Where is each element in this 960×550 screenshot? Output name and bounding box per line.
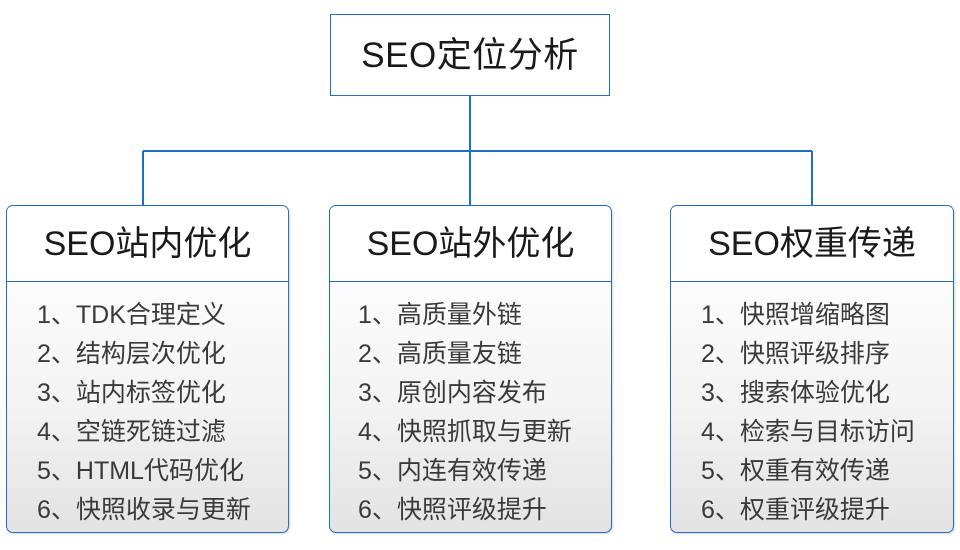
- branch-1-item: 1、TDK合理定义: [37, 301, 226, 329]
- branch-3-item: 4、检索与目标访问: [701, 418, 915, 446]
- branch-2-header: SEO站外优化: [330, 206, 611, 282]
- branch-2-item: 1、高质量外链: [358, 301, 522, 329]
- branch-2-item: 5、内连有效传递: [358, 457, 547, 485]
- branch-1-title: SEO站内优化: [43, 224, 252, 263]
- branch-1-item: 4、空链死链过滤: [37, 418, 226, 446]
- branch-1-item: 3、站内标签优化: [37, 379, 226, 407]
- branch-1-item: 6、快照收录与更新: [37, 496, 251, 524]
- branch-2-title: SEO站外优化: [366, 224, 575, 263]
- branch-node-3[interactable]: SEO权重传递 1、快照增缩略图 2、快照评级排序 3、搜索体验优化 4、检索与…: [670, 205, 954, 533]
- branch-3-header: SEO权重传递: [671, 206, 953, 282]
- branch-3-item: 3、搜索体验优化: [701, 379, 890, 407]
- branch-2-item: 4、快照抓取与更新: [358, 418, 572, 446]
- branch-node-1[interactable]: SEO站内优化 1、TDK合理定义 2、结构层次优化 3、站内标签优化 4、空链…: [6, 205, 289, 533]
- branch-3-item-list: 1、快照增缩略图 2、快照评级排序 3、搜索体验优化 4、检索与目标访问 5、权…: [671, 282, 953, 532]
- branch-3-item: 6、权重评级提升: [701, 496, 890, 524]
- branch-3-title: SEO权重传递: [708, 224, 916, 263]
- branch-node-2[interactable]: SEO站外优化 1、高质量外链 2、高质量友链 3、原创内容发布 4、快照抓取与…: [329, 205, 612, 533]
- branch-3-item: 1、快照增缩略图: [701, 301, 890, 329]
- branch-2-item: 2、高质量友链: [358, 340, 522, 368]
- branch-3-item: 2、快照评级排序: [701, 340, 890, 368]
- root-node-label: SEO定位分析: [361, 35, 579, 75]
- branch-1-item-list: 1、TDK合理定义 2、结构层次优化 3、站内标签优化 4、空链死链过滤 5、H…: [7, 282, 288, 532]
- branch-1-header: SEO站内优化: [7, 206, 288, 282]
- branch-2-item-list: 1、高质量外链 2、高质量友链 3、原创内容发布 4、快照抓取与更新 5、内连有…: [330, 282, 611, 532]
- branch-3-item: 5、权重有效传递: [701, 457, 890, 485]
- branch-2-item: 6、快照评级提升: [358, 496, 547, 524]
- branch-2-item: 3、原创内容发布: [358, 379, 547, 407]
- branch-1-item: 5、HTML代码优化: [37, 457, 244, 485]
- branch-1-item: 2、结构层次优化: [37, 340, 226, 368]
- root-node[interactable]: SEO定位分析: [330, 14, 610, 96]
